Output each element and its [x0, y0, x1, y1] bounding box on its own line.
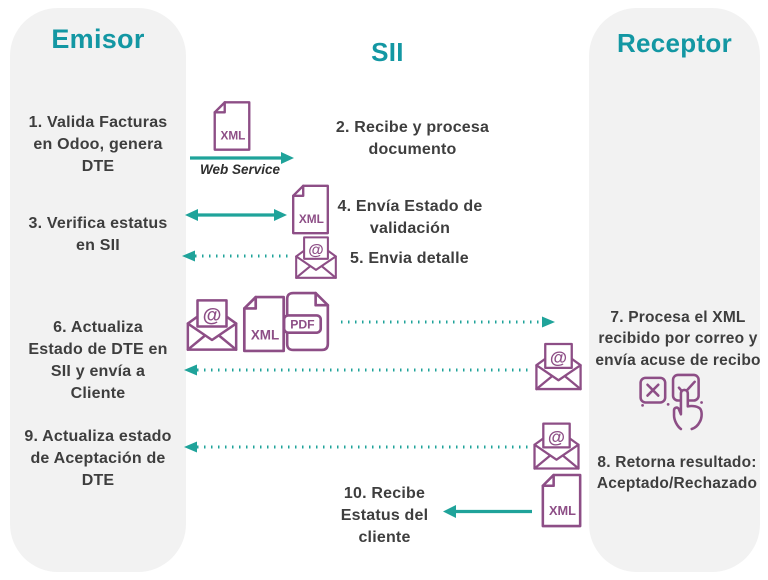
svg-text:XML: XML	[251, 328, 279, 343]
receptor-title: Receptor	[616, 28, 733, 58]
xml-document-icon-1: XML	[213, 101, 251, 151]
step-3-label: 3. Verifica estatus en SII	[28, 215, 168, 255]
receptor-panel	[589, 8, 760, 572]
svg-text:@: @	[203, 306, 222, 327]
email-envelope-icon-4: @	[533, 422, 580, 470]
xml-document-icon-4: XML	[541, 473, 582, 528]
email-envelope-icon-3: @	[535, 342, 582, 391]
svg-text:@: @	[550, 347, 567, 367]
step-1-label: 1. Valida Facturas en Odoo, genera DTE	[28, 114, 168, 176]
accept-reject-hand-icon	[639, 373, 703, 431]
step-10-label: 10. Recibe Estatus del cliente	[340, 485, 429, 547]
arrow-step5-dotted-left	[182, 250, 292, 262]
email-envelope-icon-1: @	[295, 236, 337, 279]
svg-text:@: @	[548, 427, 565, 447]
arrow-step8-dotted-left	[184, 441, 529, 453]
step-6-label: 6. Actualiza Estado de DTE en SII y enví…	[28, 319, 168, 403]
svg-text:XML: XML	[549, 503, 576, 518]
sii-title: SII	[371, 37, 404, 67]
arrow-step1-webservice-right	[190, 152, 294, 164]
svg-text:XML: XML	[220, 129, 245, 143]
xml-document-icon-2: XML	[292, 184, 329, 235]
email-envelope-icon-2: @	[186, 299, 238, 351]
arrow-step6-dotted-right	[341, 316, 555, 328]
emisor-panel	[10, 8, 186, 572]
svg-text:XML: XML	[299, 212, 324, 226]
arrow-step7-dotted-left	[184, 364, 531, 376]
pdf-document-icon: PDF	[282, 291, 330, 352]
emisor-title: Emisor	[51, 24, 145, 54]
step-7-label: 7. Procesa el XML recibido por correo y …	[595, 309, 761, 369]
svg-text:@: @	[308, 242, 323, 259]
web-service-label: Web Service	[199, 162, 281, 177]
step-9-label: 9. Actualiza estado de Aceptación de DTE	[24, 428, 172, 490]
arrow-step10-solid-left	[443, 505, 532, 518]
arrow-step3-double	[185, 209, 287, 221]
step-2-label: 2. Recibe y procesa documento	[335, 119, 490, 159]
step-8-label: 8. Retorna resultado: Aceptado/Rechazado	[596, 454, 758, 493]
svg-text:PDF: PDF	[290, 318, 314, 332]
xml-document-icon-3: XML	[242, 295, 286, 353]
step-4-label: 4. Envía Estado de validación	[337, 198, 483, 238]
step-5-label: 5. Envia detalle	[350, 250, 469, 267]
